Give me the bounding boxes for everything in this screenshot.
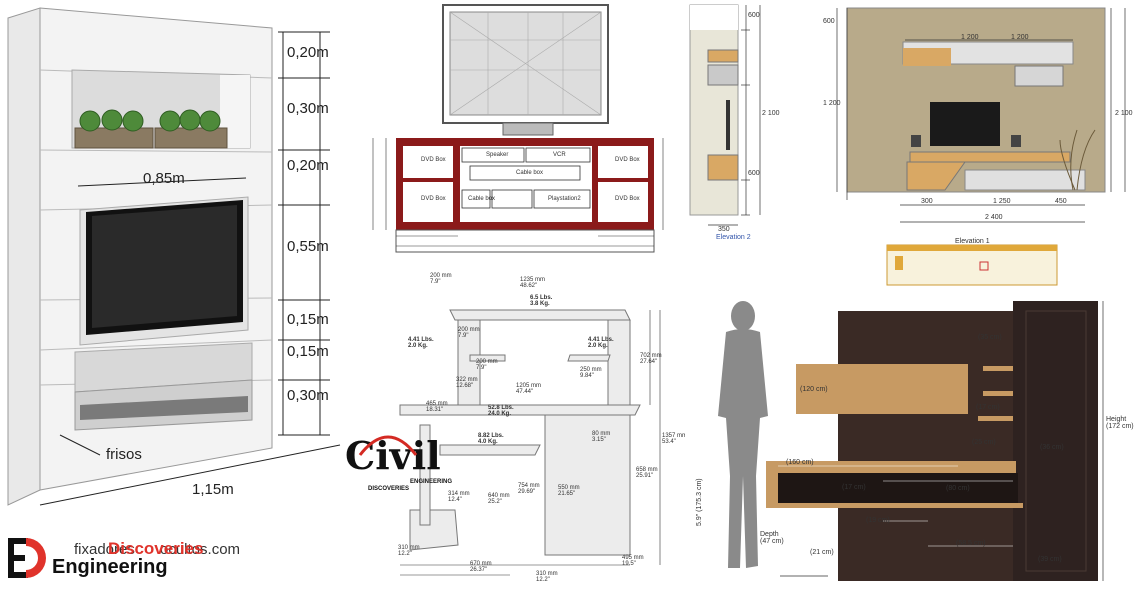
dark-unit-dim: (17 cm) (976, 404, 1000, 411)
dark-unit-dim: (160 cm) (786, 459, 814, 466)
desk-dim: 702 mm 27.64" (640, 353, 662, 365)
cabinet-label: DVD Box (615, 157, 640, 163)
dark-unit-dim: (120 cm) (800, 386, 828, 393)
desk-dim: 250 mm 9.84" (580, 367, 602, 379)
elevation-1-side-dim: 1 200 (823, 100, 841, 107)
dark-unit-dim: (21 cm) (810, 549, 834, 556)
dim-label: 0,15m (287, 343, 329, 360)
desk-dim: 314 mm 12.4" (448, 491, 470, 503)
desk-dim: 200 mm 7.9" (476, 359, 498, 371)
dark-unit-dim: (17 cm) (842, 484, 866, 491)
dim-label: 0,20m (287, 44, 329, 61)
elevation-2-dim: 2 100 (762, 110, 780, 117)
dark-unit-dim: (36 cm) (1040, 444, 1064, 451)
dim-label: 0,15m (287, 311, 329, 328)
depth-label: Depth (47 cm) (760, 531, 784, 545)
elevation-1-top-dim: 1 200 (961, 34, 979, 41)
ed-logo-icon (8, 538, 50, 578)
desk-dim: 8.82 Lbs. 4.0 Kg. (478, 433, 504, 445)
desk-dim: 495 mm 19.5" (622, 555, 644, 567)
desk-dim: 200 mm 7.9" (430, 273, 452, 285)
computer-desk-drawing (399, 309, 661, 576)
elevation-1-bottom-dim: 1 250 (993, 198, 1011, 205)
dark-wall-unit-drawing (718, 301, 1104, 581)
desk-dim: 4.41 Lbs. 2.0 Kg. (408, 337, 434, 349)
elevation-1-total: 2 400 (985, 214, 1003, 221)
footer-domain: ocultos.com (160, 541, 241, 558)
elevation-1-label: Elevation 1 (955, 238, 990, 245)
tv-cabinet-drawing (372, 4, 664, 253)
width-total-label: 1,15m (192, 481, 234, 498)
person-height-label: 5.9" (175.3 cm) (696, 478, 703, 526)
desk-dim: 658 mm 25.91" (636, 467, 658, 479)
desk-dim: 465 mm 18.31" (426, 401, 448, 413)
cabinet-label: Playstation2 (548, 196, 581, 202)
cabinet-label: Cable box (468, 196, 496, 202)
desk-dim: 310 mm 12.2" (536, 571, 558, 583)
elevation-1-bottom-dim: 450 (1055, 198, 1067, 205)
elevation-2-dim: 600 (748, 170, 760, 177)
desk-dim: 550 mm 21.65" (558, 485, 580, 497)
cabinet-label: Speaker (486, 152, 509, 158)
panel-computer-desk: 200 mm 7.9" 1235 mm 48.62" 6.5 Lbs. 3.8 … (340, 265, 685, 591)
desk-dim: 4.41 Lbs. 2.0 Kg. (588, 337, 614, 349)
desk-dim: 670 mm 26.37" (470, 561, 492, 573)
elevation-2-label: Elevation 2 (716, 234, 751, 241)
elevation-1-top-dim: 1 200 (1011, 34, 1029, 41)
desk-dim: 1235 mm 48.62" (520, 277, 546, 289)
dark-unit-dim: (35 cm) (978, 334, 1002, 341)
dim-label: 0,55m (287, 238, 329, 255)
cabinet-label: Cable box (516, 170, 544, 176)
frisos-label: frisos (106, 446, 142, 463)
dim-label: 0,30m (287, 387, 329, 404)
wall-unit-drawing (7, 7, 341, 506)
dark-unit-dim: (58.5 cm) (956, 540, 986, 547)
desk-dim: 80 mm 3.15" (592, 431, 611, 443)
dark-unit-dim: (39 cm) (1038, 556, 1062, 563)
panel-elevation-2: 600 2 100 600 350 Elevation 2 (688, 0, 788, 250)
panel-tv-cabinet-cad: DVD Box Speaker VCR DVD Box Cable box DV… (358, 0, 683, 262)
elevation-1-side-dim: 600 (823, 18, 835, 25)
desk-dim: 310 mm 12.2" (398, 545, 420, 557)
elevation-2-drawing (689, 4, 761, 226)
dark-unit-dim: (19 cm) (866, 517, 890, 524)
desk-dim: 1205 mm 47.44" (516, 383, 542, 395)
elevation-2-dim: 600 (748, 12, 760, 19)
desk-dim: 52.8 Lbs. 24.0 Kg. (488, 405, 514, 417)
dim-label: 0,20m (287, 157, 329, 174)
cabinet-label: DVD Box (421, 157, 446, 163)
height-label: Height (172 cm) (1106, 416, 1134, 430)
cabinet-label: DVD Box (615, 196, 640, 202)
panel-dark-wall-unit: (35 cm) (120 cm) (17 cm) (25 cm) (36 cm)… (688, 296, 1146, 591)
width-upper-label: 0,85m (143, 170, 185, 187)
dark-unit-dim: (25 cm) (972, 439, 996, 446)
panel-elevation-1: 1 200 1 200 300 1 250 450 2 400 600 1 20… (815, 0, 1146, 295)
desk-dim: 6.5 Lbs. 3.8 Kg. (530, 295, 553, 307)
elevation-1-bottom-dim: 300 (921, 198, 933, 205)
cabinet-label: DVD Box (421, 196, 446, 202)
desk-dim: 322 mm 12.68" (456, 377, 478, 389)
elevation-1-side-dim: 2 100 (1115, 110, 1133, 117)
dark-unit-dim: (80 cm) (946, 485, 970, 492)
desk-dim: 200 mm 7.9" (458, 327, 480, 339)
elevation-1-drawing (836, 7, 1126, 286)
dim-label: 0,30m (287, 100, 329, 117)
civil-logo-sub2: DISCOVERIES (368, 486, 410, 492)
desk-dim: 640 mm 25.2" (488, 493, 510, 505)
panel-wall-unit-3d: 0,20m 0,30m 0,20m 0,55m 0,15m 0,15m 0,30… (0, 0, 355, 591)
desk-dim: 1357 mm 53.4" (662, 433, 685, 445)
footer-text: fixadores (74, 541, 135, 558)
civil-logo-sub1: ENGINEERING (410, 479, 453, 485)
elevation-2-dim: 350 (718, 226, 730, 233)
watermark-discoveries: Discoveries (108, 539, 204, 558)
logo-engineering-text: Engineering (52, 556, 168, 578)
cabinet-label: VCR (553, 152, 566, 158)
civil-logo-arc-icon (358, 425, 418, 465)
desk-dim: 754 mm 29.69" (518, 483, 540, 495)
